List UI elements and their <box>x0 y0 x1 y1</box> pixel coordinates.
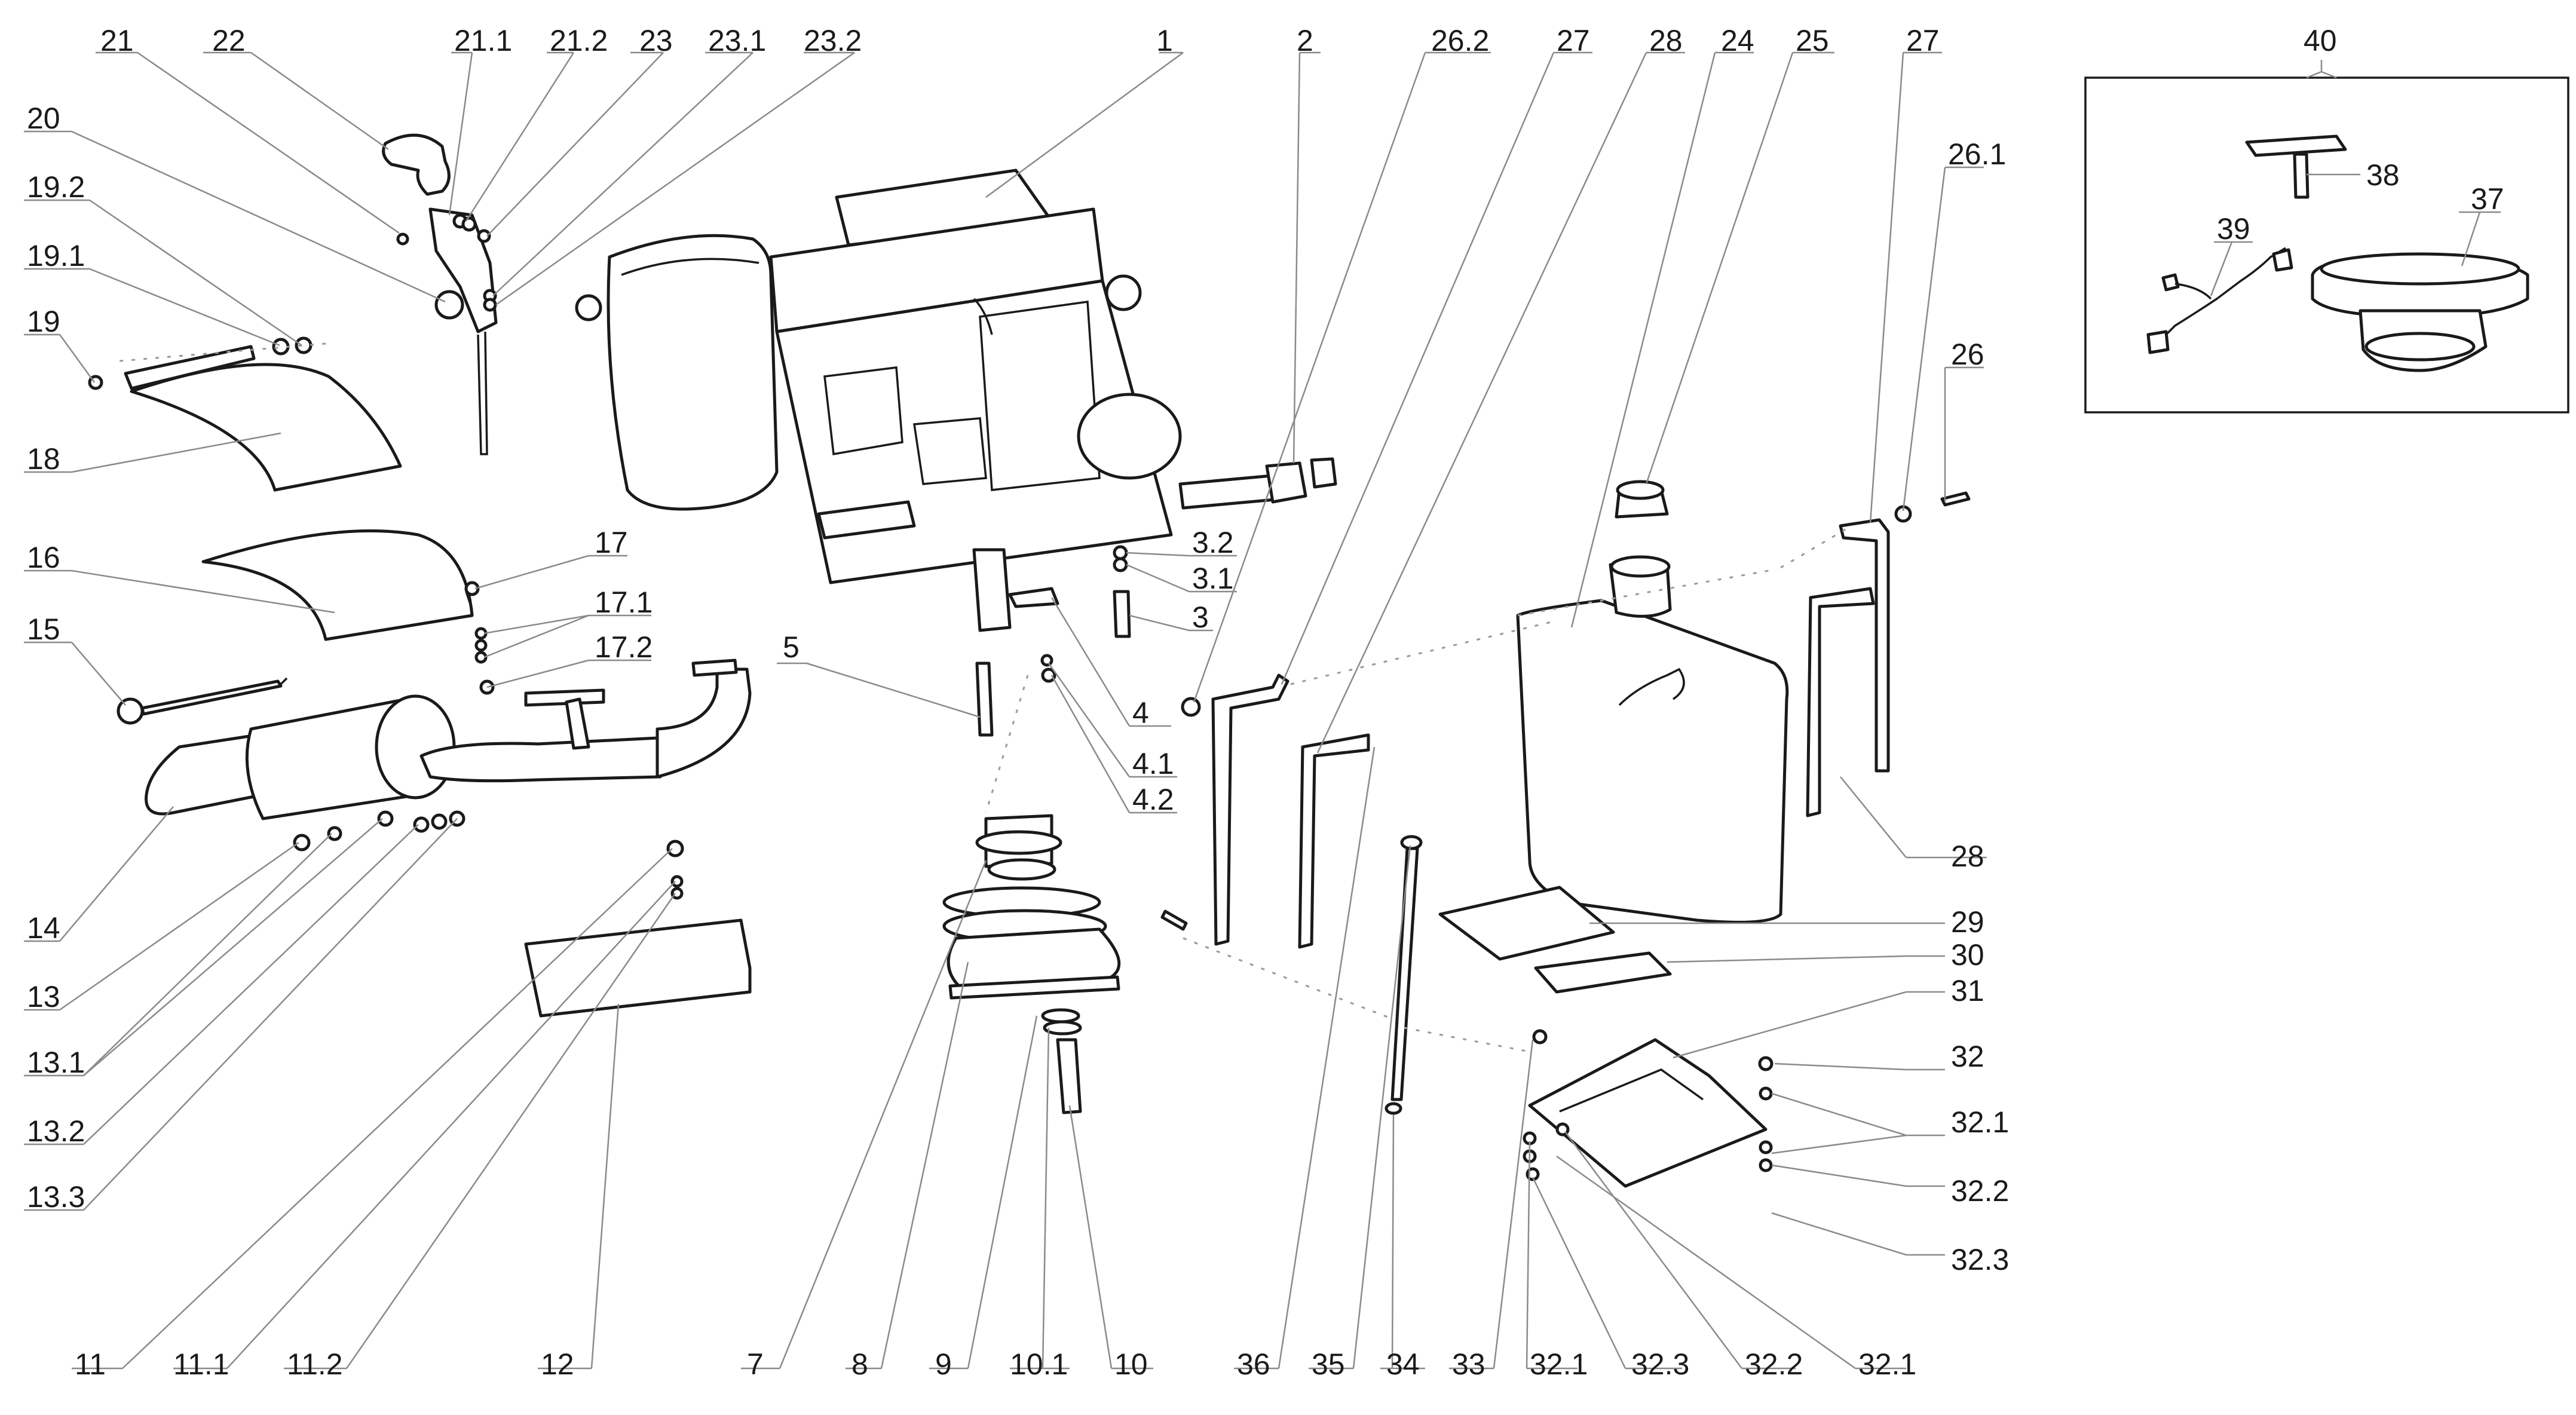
engine-assembly <box>575 169 1182 584</box>
callout-32-1-bottom-right: 32.1 <box>1858 1347 1916 1381</box>
callout-15: 15 <box>27 612 60 646</box>
callout-16: 16 <box>27 541 60 574</box>
muffler-shield <box>201 529 495 695</box>
callout-13-3: 13.3 <box>27 1180 85 1214</box>
callout-23-2: 23.2 <box>804 24 862 57</box>
callout-4-1: 4.1 <box>1132 747 1174 780</box>
callout-26: 26 <box>1951 338 1984 371</box>
callout-32: 32 <box>1951 1040 1984 1073</box>
callout-28-top: 28 <box>1649 24 1683 57</box>
callout-38: 38 <box>2366 158 2400 192</box>
callout-26-1: 26.1 <box>1948 137 2006 171</box>
tank-pad-upper <box>1438 886 1615 961</box>
callout-20: 20 <box>27 102 60 135</box>
crankshaft-mount <box>972 548 1059 737</box>
callout-17-2: 17.2 <box>595 630 653 664</box>
callout-26-2: 26.2 <box>1431 24 1489 57</box>
heat-shield-upper <box>88 336 402 492</box>
throttle-bracket <box>396 207 498 455</box>
callout-32-1-right: 32.1 <box>1951 1105 2009 1139</box>
callout-37: 37 <box>2471 182 2504 216</box>
muffler <box>145 659 752 852</box>
battery-support <box>1523 1029 1774 1188</box>
callout-11: 11 <box>75 1347 106 1381</box>
fuel-tank <box>1516 480 1789 924</box>
leader-lines <box>24 51 2501 1370</box>
callout-30: 30 <box>1951 938 1984 972</box>
callout-29: 29 <box>1951 905 1984 939</box>
callout-32-2-right: 32.2 <box>1951 1174 2009 1208</box>
callout-4-2: 4.2 <box>1132 783 1174 816</box>
callout-39: 39 <box>2217 212 2250 246</box>
callout-10: 10 <box>1114 1347 1148 1381</box>
control-knob <box>382 133 451 196</box>
callout-13-1: 13.1 <box>27 1046 85 1079</box>
pipe-fitting <box>1178 457 1337 510</box>
callout-32-3-right: 32.3 <box>1951 1243 2009 1276</box>
callout-32-3-bottom: 32.3 <box>1631 1347 1689 1381</box>
clutch-kit-inset <box>2084 76 2569 414</box>
callout-32-2-bottom: 32.2 <box>1745 1347 1803 1381</box>
mounting-brackets <box>1160 491 1971 949</box>
callout-23-1: 23.1 <box>708 24 766 57</box>
callout-17-1: 17.1 <box>595 586 653 619</box>
callout-10-1: 10.1 <box>1010 1347 1068 1381</box>
callout-14: 14 <box>27 911 60 945</box>
callout-31: 31 <box>1951 974 1984 1007</box>
callout-22: 22 <box>212 24 246 57</box>
callout-11-2: 11.2 <box>287 1347 343 1381</box>
callout-35: 35 <box>1312 1347 1345 1381</box>
callout-13-2: 13.2 <box>27 1114 85 1148</box>
callout-34: 34 <box>1386 1347 1420 1381</box>
callout-13: 13 <box>27 980 60 1013</box>
callout-19-2: 19.2 <box>27 170 85 204</box>
callout-5: 5 <box>783 630 800 664</box>
callout-19: 19 <box>27 305 60 338</box>
callout-18: 18 <box>27 442 60 476</box>
pulley-assembly <box>942 814 1121 1114</box>
callout-28-right: 28 <box>1951 840 1984 873</box>
callout-3: 3 <box>1192 601 1209 634</box>
callout-27-right: 27 <box>1906 24 1940 57</box>
tank-pad-lower <box>1534 951 1672 994</box>
callout-3-1: 3.1 <box>1192 562 1234 595</box>
callout-7: 7 <box>747 1347 764 1381</box>
callout-40: 40 <box>2304 24 2337 57</box>
callout-11-1: 11.1 <box>173 1347 229 1381</box>
callout-24: 24 <box>1721 24 1754 57</box>
callout-17: 17 <box>595 526 628 559</box>
callout-2: 2 <box>1297 24 1313 57</box>
callout-21: 21 <box>100 24 134 57</box>
callout-27-top: 27 <box>1557 24 1590 57</box>
callout-23: 23 <box>639 24 673 57</box>
fuel-line <box>1385 835 1423 1115</box>
assembly-lines <box>113 342 1847 1053</box>
callout-8: 8 <box>851 1347 868 1381</box>
callout-12: 12 <box>541 1347 574 1381</box>
callout-4: 4 <box>1132 696 1149 730</box>
callout-25: 25 <box>1796 24 1829 57</box>
callout-21-2: 21.2 <box>550 24 608 57</box>
dipstick <box>117 677 288 725</box>
callout-9: 9 <box>935 1347 952 1381</box>
callout-33: 33 <box>1452 1347 1485 1381</box>
callout-21-1: 21.1 <box>454 24 512 57</box>
engine-bolt <box>1113 545 1131 638</box>
callout-labels: 21 22 21.1 21.2 23 23.1 23.2 1 2 26.2 27… <box>27 24 2504 1381</box>
callout-19-1: 19.1 <box>27 239 85 272</box>
callout-1: 1 <box>1156 24 1173 57</box>
skid-plate <box>524 840 752 1018</box>
callout-32-1-bottom: 32.1 <box>1530 1347 1588 1381</box>
callout-36: 36 <box>1237 1347 1270 1381</box>
callout-3-2: 3.2 <box>1192 526 1234 559</box>
